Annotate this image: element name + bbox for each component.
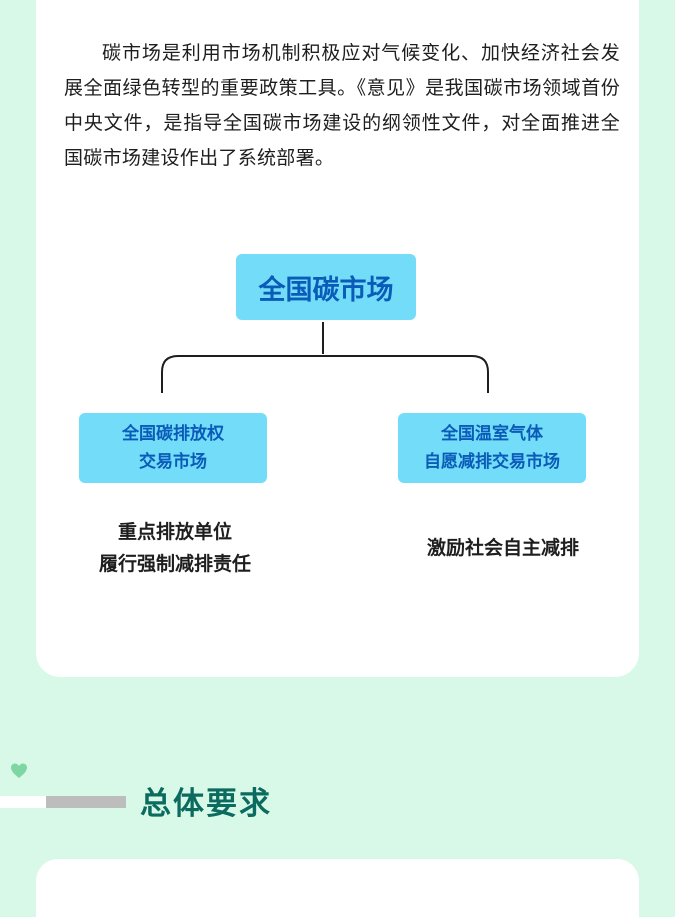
section-title: 总体要求 (140, 786, 272, 822)
desc-voluntary-market: 激励社会自主减排 (398, 532, 608, 564)
desc-national-ets: 重点排放单位 履行强制减排责任 (70, 516, 280, 580)
node-national-ets: 全国碳排放权 交易市场 (79, 413, 267, 483)
connector-branch (161, 355, 489, 393)
intro-paragraph: 碳市场是利用市场机制积极应对气候变化、加快经济社会发展全面绿色转型的重要政策工具… (64, 42, 620, 169)
node-voluntary-market: 全国温室气体 自愿减排交易市场 (398, 413, 586, 483)
node-voluntary-market-line2: 自愿减排交易市场 (424, 452, 560, 472)
node-voluntary-market-line1: 全国温室气体 (441, 424, 543, 444)
desc-national-ets-line1: 重点排放单位 (117, 521, 232, 543)
desc-voluntary-market-line1: 激励社会自主减排 (426, 537, 579, 559)
heading-bar-dark (46, 796, 126, 808)
intro-card (36, 0, 639, 677)
node-national-ets-line2: 交易市场 (139, 452, 207, 472)
node-national-ets-line1: 全国碳排放权 (122, 424, 224, 444)
heart-icon (11, 763, 27, 778)
root-node: 全国碳市场 (236, 254, 416, 320)
root-node-label: 全国碳市场 (258, 274, 394, 306)
desc-national-ets-line2: 履行强制减排责任 (98, 553, 251, 575)
next-card (36, 859, 639, 917)
heading-bar-light (0, 796, 46, 808)
